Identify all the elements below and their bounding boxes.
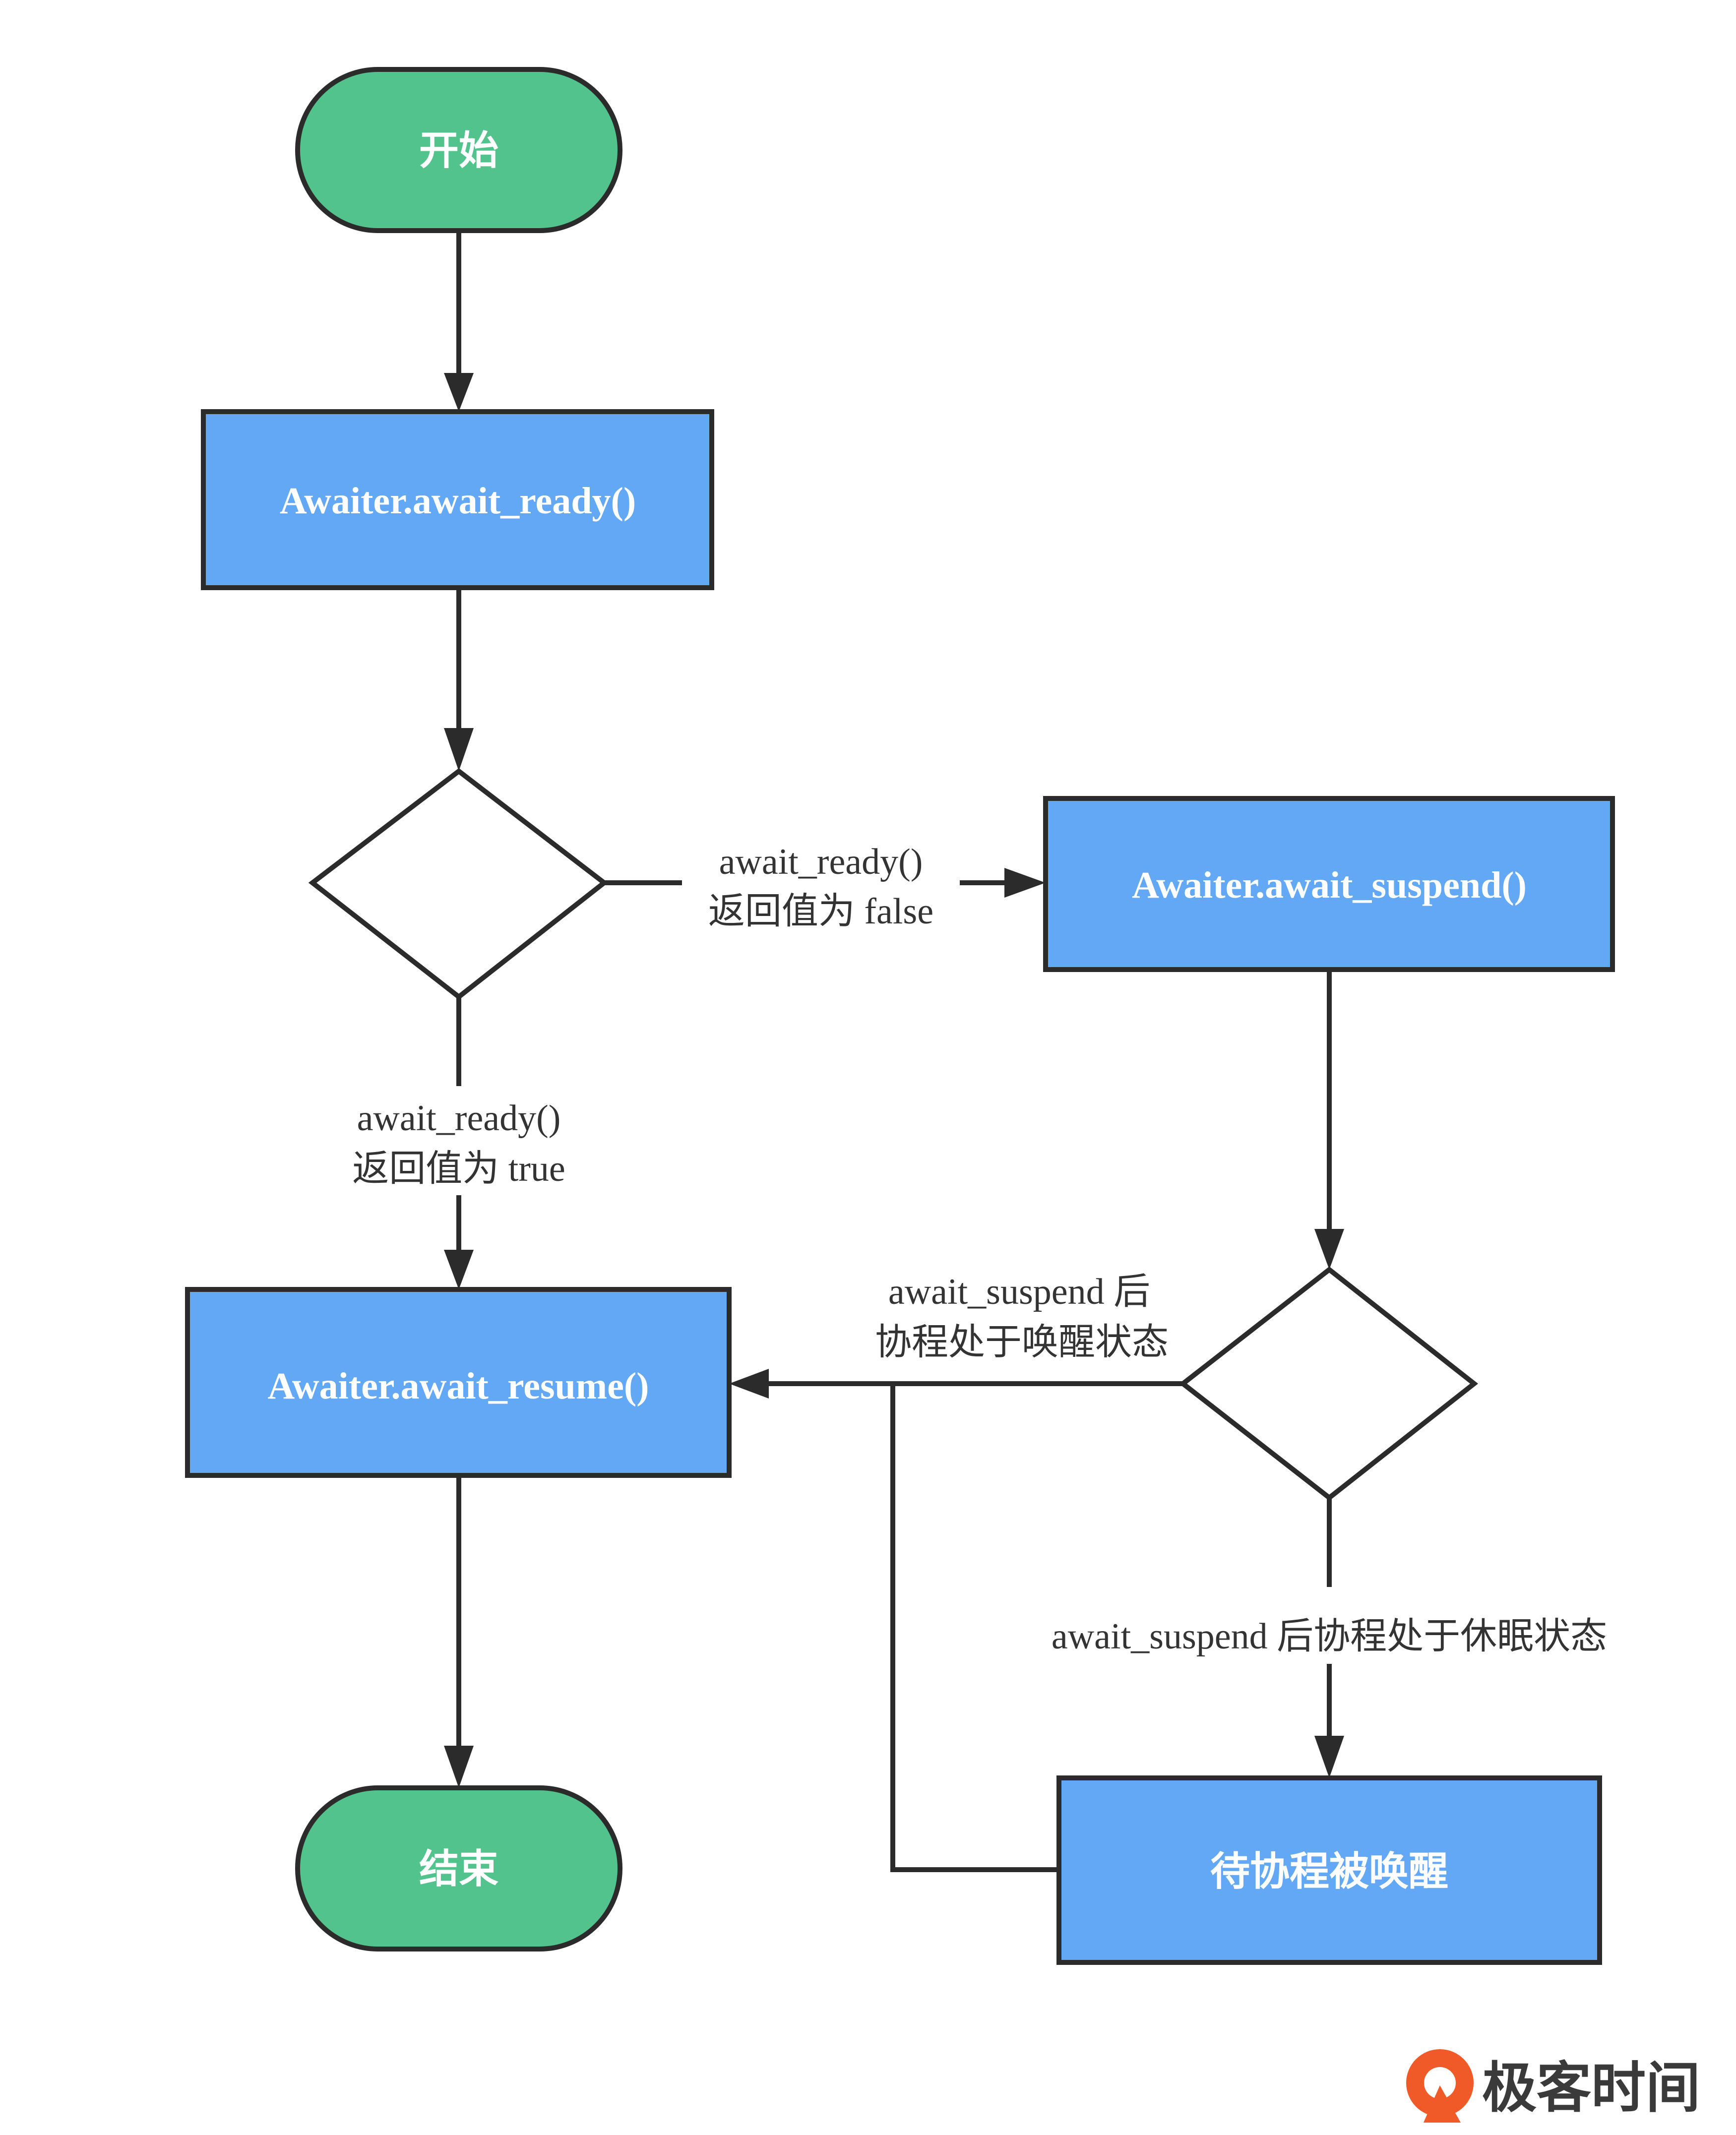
end-node: 结束 <box>295 1785 622 1952</box>
arrowhead-to-resume <box>444 1250 474 1289</box>
await-suspend-node: Awaiter.await_suspend() <box>1043 796 1615 972</box>
await-ready-shape <box>201 409 714 590</box>
arrowhead-to-ready <box>444 373 474 412</box>
logo-mark-icon <box>1406 2049 1474 2123</box>
edge-label-ready-false: await_ready() 返回值为 false <box>708 842 933 932</box>
end-shape <box>295 1785 622 1952</box>
wait-resume-node: 待协程被唤醒 <box>1056 1775 1602 1965</box>
start-label: 开始 <box>419 129 498 173</box>
await-ready-label: Awaiter.await_ready() <box>280 480 636 522</box>
brand-logo: 极客时间 <box>1406 2049 1700 2123</box>
edge-label-suspend-awake: await_suspend 后 协程处于唤醒状态 <box>875 1272 1169 1363</box>
arrowhead-to-decision2 <box>1314 1229 1344 1270</box>
arrowhead-to-decision1 <box>444 728 474 771</box>
wait-resume-label: 待协程被唤醒 <box>1210 1850 1448 1894</box>
end-label: 结束 <box>419 1848 498 1891</box>
edge-label-suspend-awake-line1: await_suspend 后 <box>888 1272 1150 1312</box>
arrowheads <box>444 373 1344 1788</box>
logo-text: 极客时间 <box>1482 2056 1700 2120</box>
start-node: 开始 <box>295 67 622 233</box>
edge-label-ready-false-line2: 返回值为 false <box>708 891 933 932</box>
decision-suspend <box>1178 1266 1479 1501</box>
decision-ready <box>308 768 609 1000</box>
await-ready-node: Awaiter.await_ready() <box>201 409 714 590</box>
edge-label-ready-false-line1: await_ready() <box>719 842 923 882</box>
start-shape <box>295 67 622 233</box>
arrowhead-to-wait <box>1314 1736 1344 1778</box>
await-resume-label: Awaiter.await_resume() <box>268 1365 649 1407</box>
await-suspend-shape <box>1043 796 1615 972</box>
edge-label-suspend-awake-line2: 协程处于唤醒状态 <box>875 1322 1169 1363</box>
arrowhead-to-end <box>444 1746 474 1788</box>
edge-label-ready-true-line2: 返回值为 true <box>352 1149 565 1189</box>
arrowhead-awake-to-resume <box>729 1369 769 1399</box>
wait-resume-shape <box>1056 1775 1602 1965</box>
edge-wait-loop <box>890 1384 1059 1872</box>
await-resume-shape <box>185 1287 732 1478</box>
await-suspend-label: Awaiter.await_suspend() <box>1132 864 1527 906</box>
edge-label-ready-true-line1: await_ready() <box>357 1098 561 1139</box>
await-resume-node: Awaiter.await_resume() <box>185 1287 732 1478</box>
edge-label-suspend-sleep: await_suspend 后协程处于休眠状态 <box>1052 1616 1607 1657</box>
edge-label-ready-true: await_ready() 返回值为 true <box>352 1098 565 1189</box>
connectors <box>456 231 1332 1872</box>
arrowhead-to-suspend <box>1004 868 1046 898</box>
